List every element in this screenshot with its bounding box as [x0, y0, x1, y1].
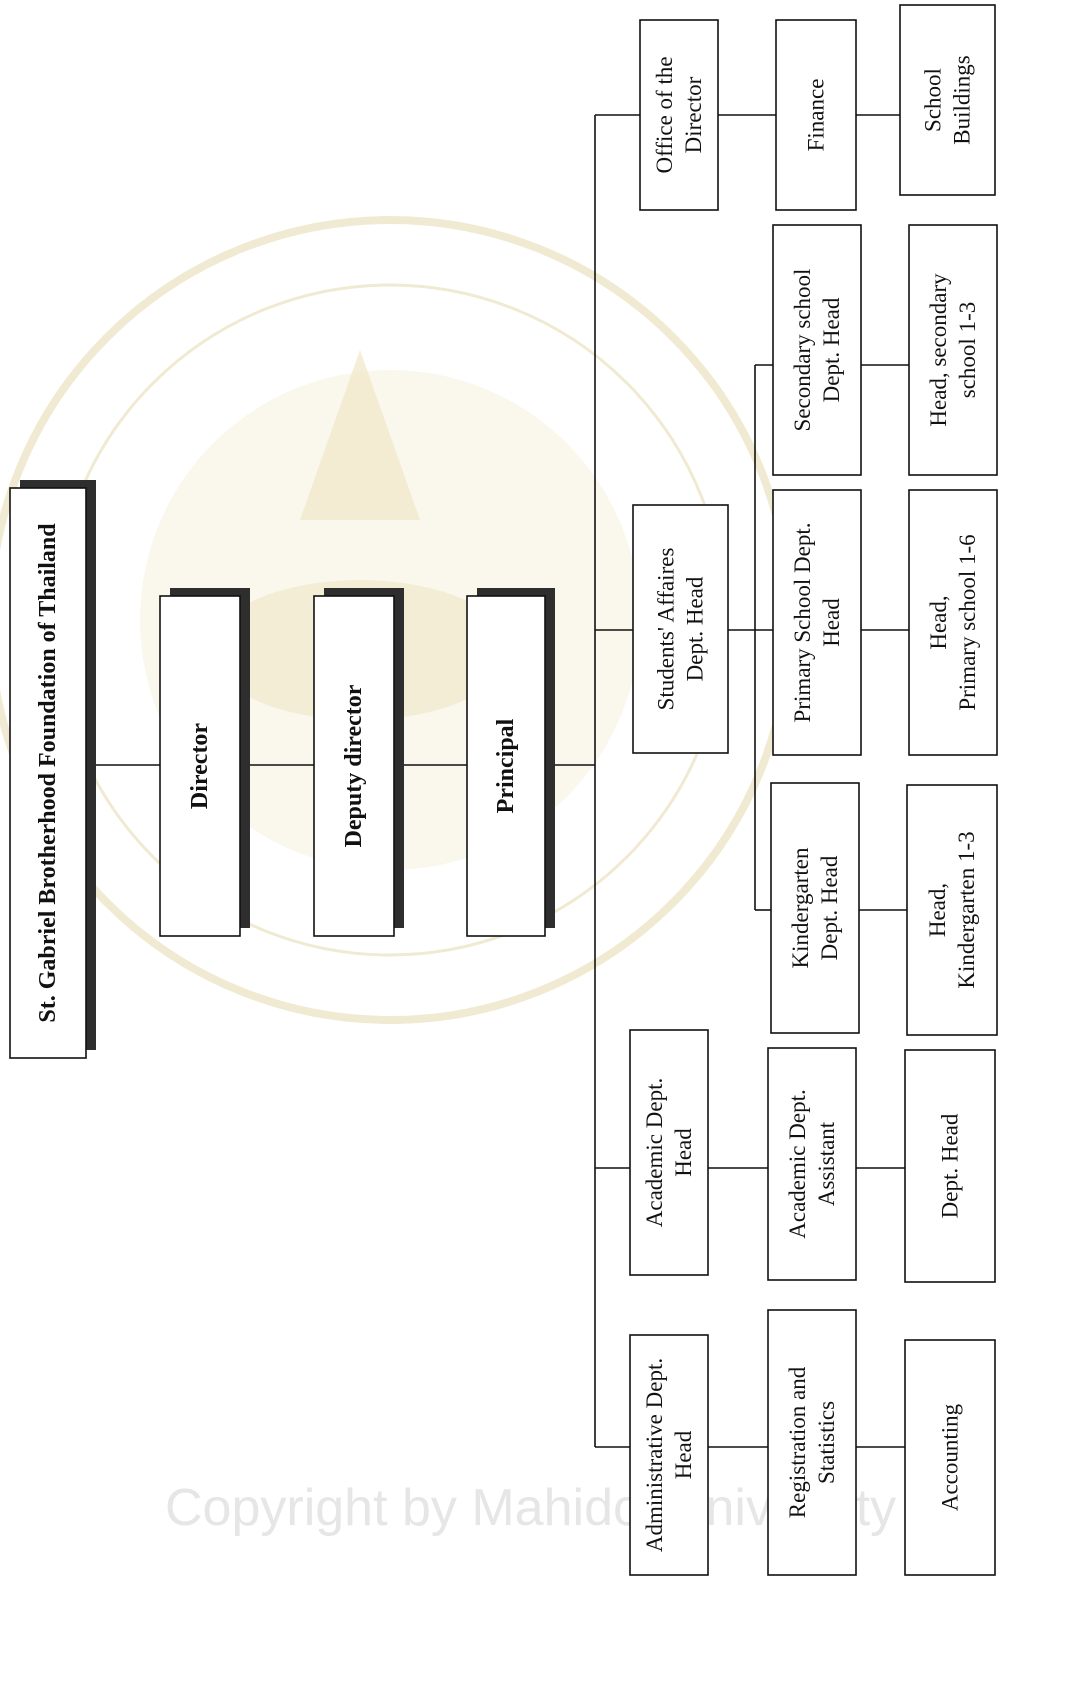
dept-head-box-3-label: Students' Affaires	[654, 548, 679, 711]
leaf-box-3-1-label: Head,	[925, 883, 950, 937]
dept-head-box-2: Academic Dept.Head	[629, 1029, 709, 1276]
subunit-box-4-1-frame	[775, 19, 857, 211]
subunit-box-2-1-label: Academic Dept.	[785, 1089, 810, 1238]
dept-head-box-4-frame	[639, 19, 719, 211]
dept-head-box-4-label: Director	[681, 76, 706, 153]
dept-head-box-1-label: Head	[671, 1430, 696, 1479]
leaf-box-4-1-label: Buildings	[950, 55, 975, 145]
subunit-box-3-1-label: Kindergarten	[788, 847, 813, 968]
dept-head-box-1-label: Administrative Dept.	[642, 1358, 667, 1552]
subunit-box-1-1-label: Statistics	[814, 1401, 839, 1484]
subunit-box-1-1-label: Registration and	[785, 1366, 810, 1518]
leaf-box-3-1: Head,Kindergarten 1-3	[906, 784, 998, 1036]
subunit-box-1-1-frame	[767, 1309, 857, 1576]
subunit-box-3-3-label: Dept. Head	[819, 297, 844, 402]
leaf-box-3-2-frame	[908, 489, 998, 756]
dept-head-box-2-frame	[629, 1029, 709, 1276]
chain-box-3: Principal	[466, 588, 555, 937]
subunit-box-2-1-label: Assistant	[814, 1121, 839, 1206]
chain-box-3-label: Principal	[493, 718, 519, 813]
leaf-box-3-2: Head,Primary school 1-6	[908, 489, 998, 756]
leaf-box-3-3-label: school 1-3	[955, 302, 980, 398]
dept-head-box-4-label: Office of the	[652, 56, 677, 173]
chain-box-3-frame	[466, 595, 546, 937]
chain-box-2-frame	[313, 595, 395, 937]
dept-head-box-3-frame	[632, 504, 729, 754]
leaf-box-3-3-label: Head, secondary	[926, 273, 951, 427]
leaf-box-1-1: Accounting	[904, 1339, 996, 1576]
subunit-box-3-2-frame	[772, 489, 862, 756]
subunit-box-2-1: Academic Dept.Assistant	[767, 1047, 857, 1281]
chain-box-1-label: Director	[187, 723, 213, 810]
leaf-box-2-1-label: Dept. Head	[938, 1113, 963, 1218]
chain-box-2: Deputy director	[313, 588, 404, 937]
leaf-box-1-1-label: Accounting	[938, 1403, 963, 1511]
leaf-box-2-1: Dept. Head	[904, 1049, 996, 1283]
chain-box-1-frame	[159, 595, 241, 937]
leaf-box-3-2-label: Primary school 1-6	[955, 534, 980, 710]
root-box: St. Gabriel Brotherhood Foundation of Th…	[9, 480, 96, 1059]
leaf-box-2-1-frame	[904, 1049, 996, 1283]
subunit-box-3-3-label: Secondary school	[790, 269, 815, 432]
subunit-box-4-1-label: Finance	[804, 79, 829, 152]
leaf-box-3-2-label: Head,	[926, 595, 951, 649]
subunit-box-2-1-frame	[767, 1047, 857, 1281]
chain-box-2-label: Deputy director	[341, 684, 367, 847]
dept-head-box-1: Administrative Dept.Head	[629, 1334, 709, 1576]
subunit-box-3-1-frame	[770, 782, 860, 1034]
leaf-box-4-1-label: School	[921, 68, 946, 132]
chain-box-1: Director	[159, 588, 250, 937]
dept-head-box-2-label: Head	[671, 1128, 696, 1177]
dept-head-box-1-frame	[629, 1334, 709, 1576]
subunit-box-3-2: Primary School Dept.Head	[772, 489, 862, 756]
leaf-box-3-3-frame	[908, 224, 998, 476]
leaf-box-3-1-label: Kindergarten 1-3	[954, 831, 979, 988]
subunit-box-3-3-frame	[772, 224, 862, 476]
connector-lines	[86, 114, 909, 1448]
subunit-box-3-1-label: Dept. Head	[817, 855, 842, 960]
leaf-box-4-1-frame	[899, 4, 996, 196]
dept-head-box-2-label: Academic Dept.	[642, 1078, 667, 1227]
subunit-box-4-1: Finance	[775, 19, 857, 211]
root-box-frame	[9, 487, 87, 1059]
subunit-box-3-2-label: Primary School Dept.	[790, 523, 815, 723]
dept-head-box-3-label: Dept. Head	[683, 576, 708, 681]
subunit-box-3-2-label: Head	[819, 598, 844, 647]
root-box-label: St. Gabriel Brotherhood Foundation of Th…	[35, 523, 61, 1023]
leaf-box-1-1-frame	[904, 1339, 996, 1576]
leaf-box-3-1-frame	[906, 784, 998, 1036]
